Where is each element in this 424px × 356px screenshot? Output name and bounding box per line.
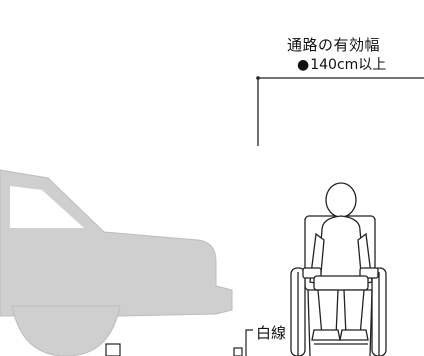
- white-line-label: 白線: [256, 324, 287, 342]
- corridor-min-width: 140cm以上: [310, 57, 387, 73]
- car-icon: [0, 169, 233, 356]
- white-line-marker: [233, 329, 253, 356]
- corridor-width-spec: ●140cm以上: [297, 54, 386, 74]
- corridor-width-marker: [256, 76, 424, 146]
- bullet-icon: ●: [297, 57, 310, 73]
- wheelchair-user-icon: [290, 182, 387, 356]
- corridor-width-title: 通路の有効幅: [287, 36, 381, 54]
